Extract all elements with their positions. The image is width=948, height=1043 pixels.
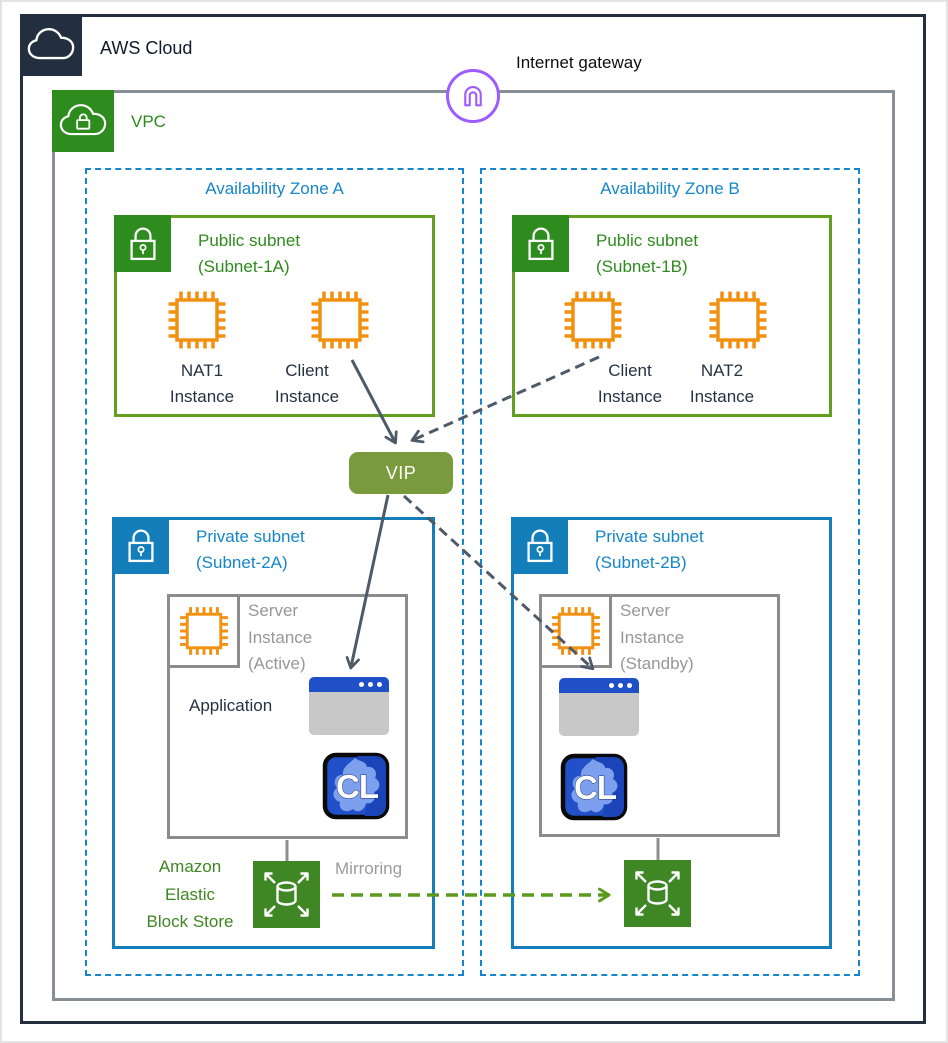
aws-cloud-container (20, 14, 926, 1024)
window-titlebar (559, 678, 639, 693)
application-label: Application (189, 696, 273, 715)
cl-badge-text: CL (574, 769, 617, 806)
application-window-icon-b (559, 678, 639, 736)
nat1-instance-label: NAT1 Instance (169, 361, 235, 406)
private-subnet-2a (112, 517, 435, 949)
vip-node: VIP (349, 452, 453, 494)
public-subnet-1a-label: Public subnet (Subnet-1A) (198, 231, 301, 276)
ec2-instance-icon-nat1 (166, 289, 228, 351)
cl-lifekeeper-icon-b: CL (560, 753, 628, 821)
public-subnet-1a (114, 215, 435, 417)
ebs-label: Amazon Elastic Block Store (146, 857, 234, 931)
server-instance-b-label: Server Instance (Standby) (620, 601, 694, 673)
nat2-instance-label: NAT2 Instance (689, 361, 755, 406)
server-instance-a-label: Server Instance (Active) (248, 601, 313, 673)
ec2-instance-icon-nat2 (707, 289, 769, 351)
aws-cloud-icon (20, 14, 82, 76)
internet-gateway-icon (446, 69, 500, 123)
availability-zone-a-label: Availability Zone A (205, 179, 344, 198)
public-subnet-1b-label: Public subnet (Subnet-1B) (596, 231, 699, 276)
cl-lifekeeper-icon-a: CL (322, 752, 390, 820)
public-subnet-1b (512, 215, 832, 417)
private-subnet-2b-label: Private subnet (Subnet-2B) (595, 527, 704, 572)
ec2-instance-icon-client-a (309, 289, 371, 351)
availability-zone-b-label: Availability Zone B (600, 179, 740, 198)
server-instance-icon-b (539, 594, 612, 668)
application-window-icon-a (309, 677, 389, 735)
internet-gateway-label: Internet gateway (516, 53, 642, 72)
private-subnet-lock-icon-b (511, 517, 568, 574)
public-subnet-lock-icon-a (114, 215, 171, 272)
ebs-volume-icon-b (624, 860, 691, 927)
server-instance-icon-a (167, 594, 240, 668)
cl-badge-text: CL (336, 768, 379, 805)
window-titlebar (309, 677, 389, 692)
private-subnet-2a-label: Private subnet (Subnet-2A) (196, 527, 305, 572)
client-instance-b-label: Client Instance (597, 361, 663, 406)
private-subnet-2b (511, 517, 832, 949)
client-instance-a-label: Client Instance (274, 361, 340, 406)
public-subnet-lock-icon-b (512, 215, 569, 272)
private-subnet-lock-icon-a (112, 517, 169, 574)
mirroring-label: Mirroring (335, 859, 403, 878)
ec2-instance-icon-client-b (562, 289, 624, 351)
vpc-icon (52, 90, 114, 152)
vpc-label: VPC (131, 112, 166, 131)
aws-cloud-label: AWS Cloud (100, 38, 193, 58)
ebs-volume-icon-a (253, 861, 320, 928)
